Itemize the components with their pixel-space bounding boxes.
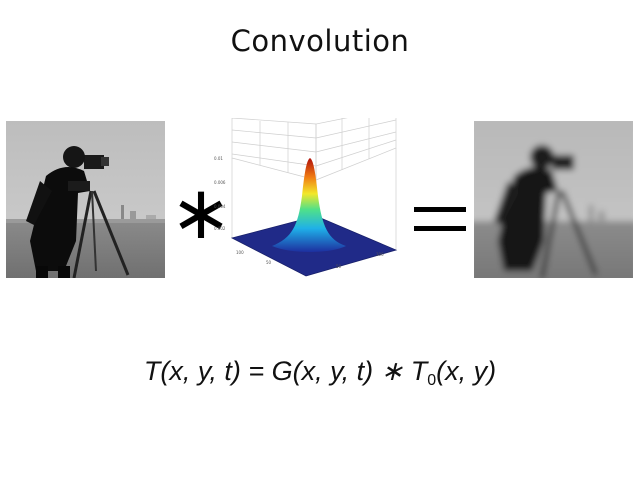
equals-sign-bottom-bar [414, 226, 466, 231]
formula-rhs: (x, y) [436, 356, 497, 386]
blurred-cameraman-photo [474, 121, 633, 278]
svg-text:50: 50 [336, 264, 342, 269]
equals-sign-top-bar [414, 207, 466, 212]
svg-text:0.01: 0.01 [214, 156, 223, 161]
svg-text:100: 100 [236, 250, 244, 255]
svg-text:100: 100 [376, 252, 384, 257]
svg-text:0.002: 0.002 [214, 226, 226, 231]
convolution-operator: ∗ [170, 170, 233, 256]
svg-text:50: 50 [266, 260, 272, 265]
slide-title: Convolution [230, 24, 410, 58]
gaussian-surface-plot: 0.01 0.006 0.004 0.002 100 50 50 100 [206, 107, 408, 290]
cameraman-photo [6, 121, 165, 278]
formula-lhs: T(x, y, t) = G(x, y, t) ∗ T [143, 356, 428, 386]
formula-subscript: 0 [427, 372, 437, 389]
svg-text:0.006: 0.006 [214, 180, 226, 185]
svg-text:0.004: 0.004 [214, 204, 226, 209]
convolution-formula: T(x, y, t) = G(x, y, t) ∗ T0(x, y) [0, 356, 640, 390]
